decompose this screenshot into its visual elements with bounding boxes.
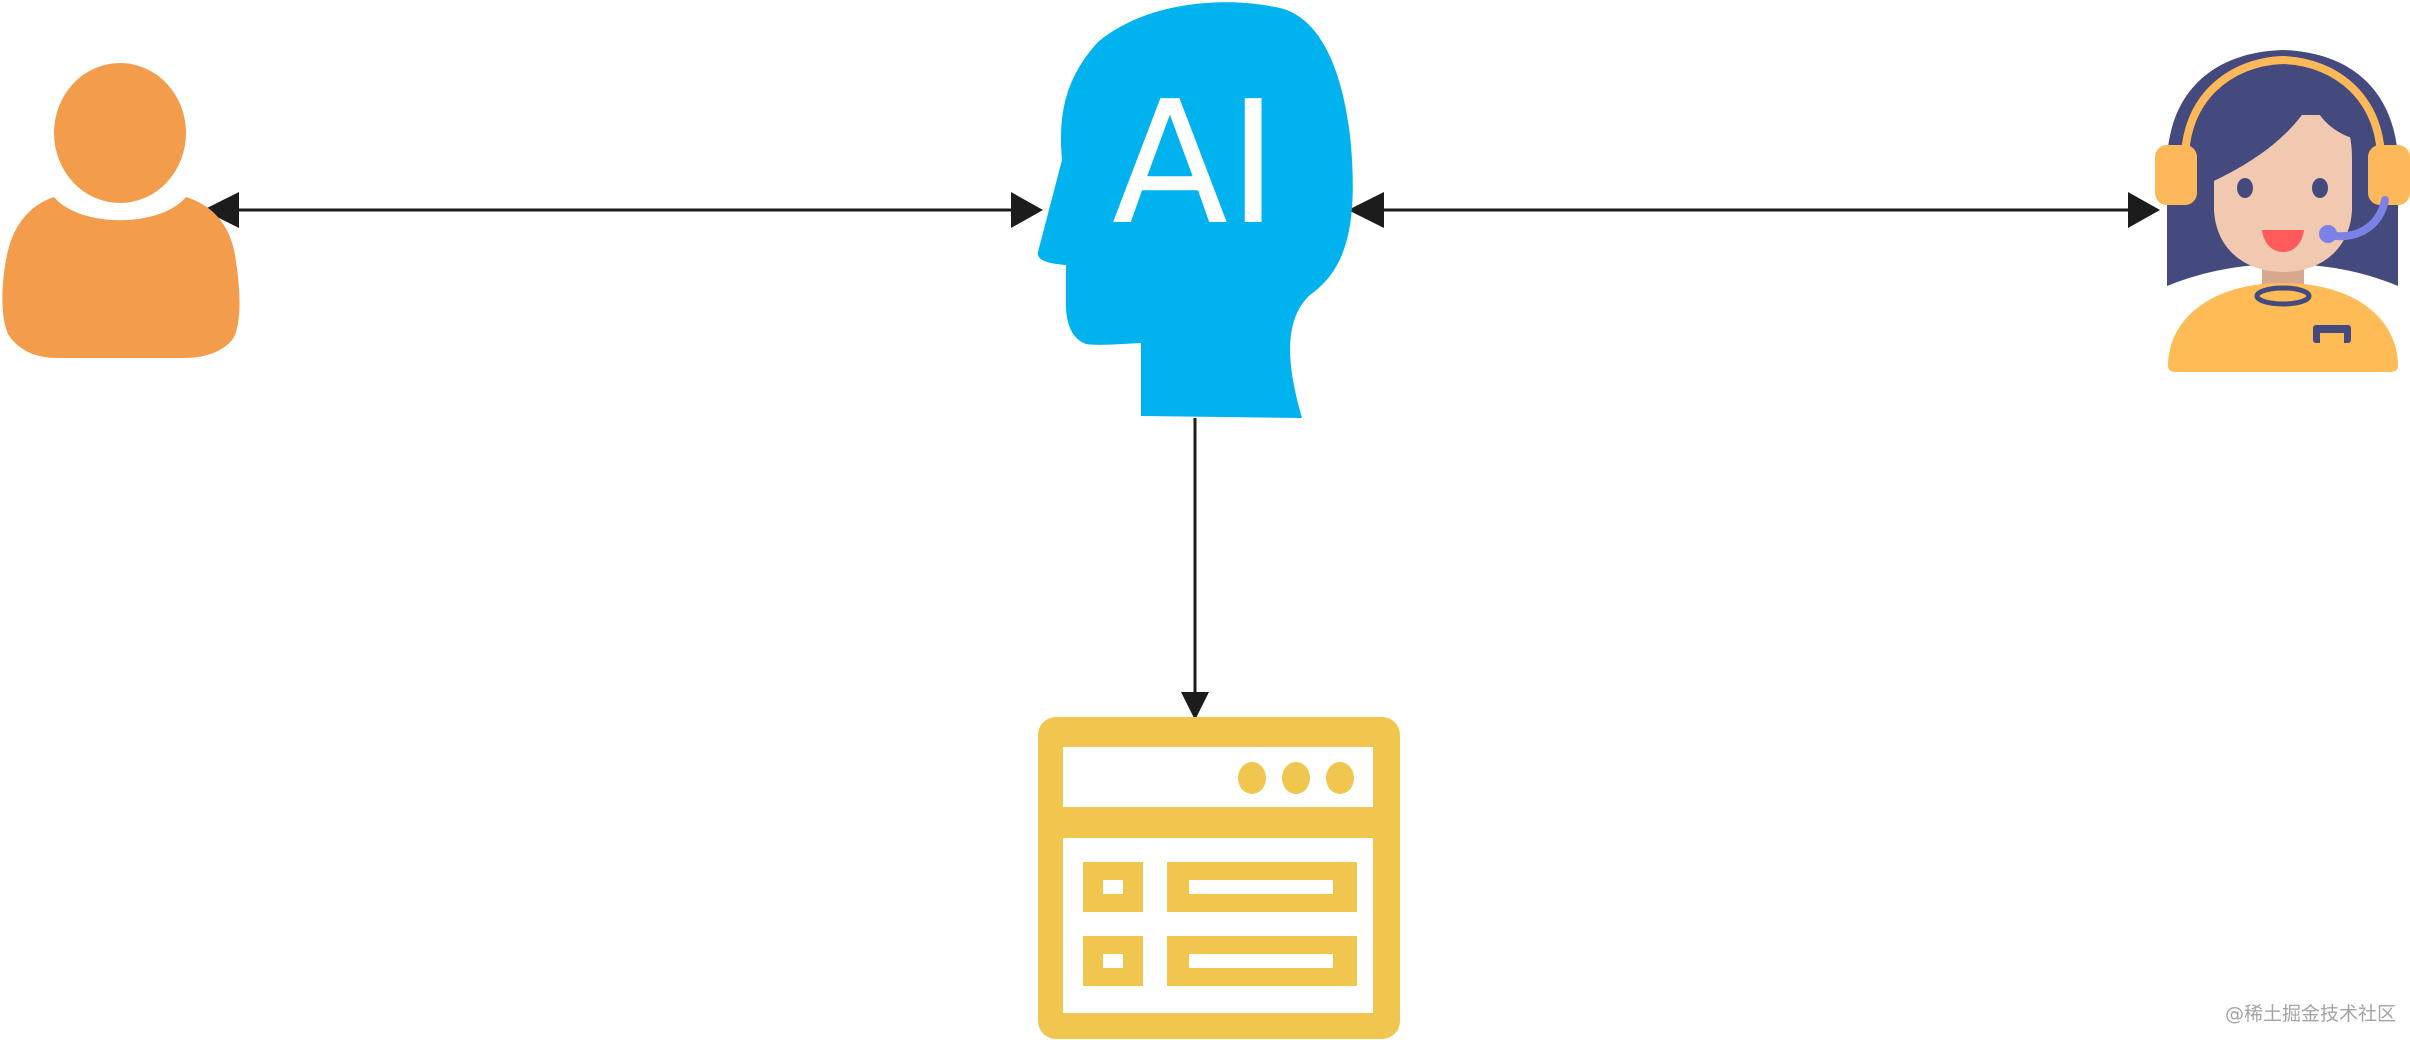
ai-label: AI — [1112, 65, 1278, 263]
agent-icon-eye-left — [2237, 178, 2253, 198]
user-icon-body — [2, 197, 240, 358]
edge-user-ai-arrowhead-start — [203, 192, 239, 228]
watermark: @稀土掘金技术社区 — [2224, 1003, 2396, 1025]
system-window-row-2-field-inner — [1189, 954, 1333, 968]
edge-user-ai — [203, 192, 1043, 228]
user-icon-head — [54, 63, 186, 203]
system-window-dot-1 — [1238, 762, 1266, 794]
ai-head-icon: AI — [1037, 2, 1353, 418]
system-window-icon — [1038, 717, 1400, 1039]
agent-icon-body — [2168, 283, 2398, 372]
agent-icon-mic-arm — [2331, 196, 2389, 241]
agent-icon-bangs — [2205, 78, 2360, 185]
edge-user-ai-arrowhead-end — [1011, 192, 1043, 228]
user-icon — [2, 63, 240, 358]
agent-icon-eye-right — [2312, 178, 2328, 198]
customer-service-agent-icon — [2155, 50, 2410, 372]
system-window-titlebar — [1063, 747, 1373, 807]
agent-icon-collar — [2254, 285, 2312, 307]
edge-ai-system-arrowhead — [1181, 692, 1209, 720]
agent-icon-mic — [2319, 225, 2337, 243]
system-window-dot-3 — [1326, 762, 1354, 794]
system-window-dot-2 — [1282, 762, 1310, 794]
agent-icon-earcup-left — [2155, 145, 2197, 205]
system-window-row-1-field-inner — [1189, 880, 1333, 894]
edge-ai-system — [1181, 418, 1209, 720]
edge-ai-agent-arrowhead-end — [2128, 192, 2160, 228]
system-window-row-2-checkbox-inner — [1103, 954, 1123, 968]
edge-ai-agent — [1348, 192, 2160, 228]
agent-icon-mouth — [2262, 230, 2304, 252]
agent-icon-earcup-right — [2368, 145, 2410, 205]
ai-head-icon-silhouette — [1037, 2, 1353, 418]
agent-icon-badge-slot — [2320, 333, 2344, 343]
system-window-row-1-checkbox-inner — [1103, 880, 1123, 894]
agent-icon-headset-band — [2181, 55, 2385, 161]
edge-ai-agent-arrowhead-start — [1348, 192, 1384, 228]
